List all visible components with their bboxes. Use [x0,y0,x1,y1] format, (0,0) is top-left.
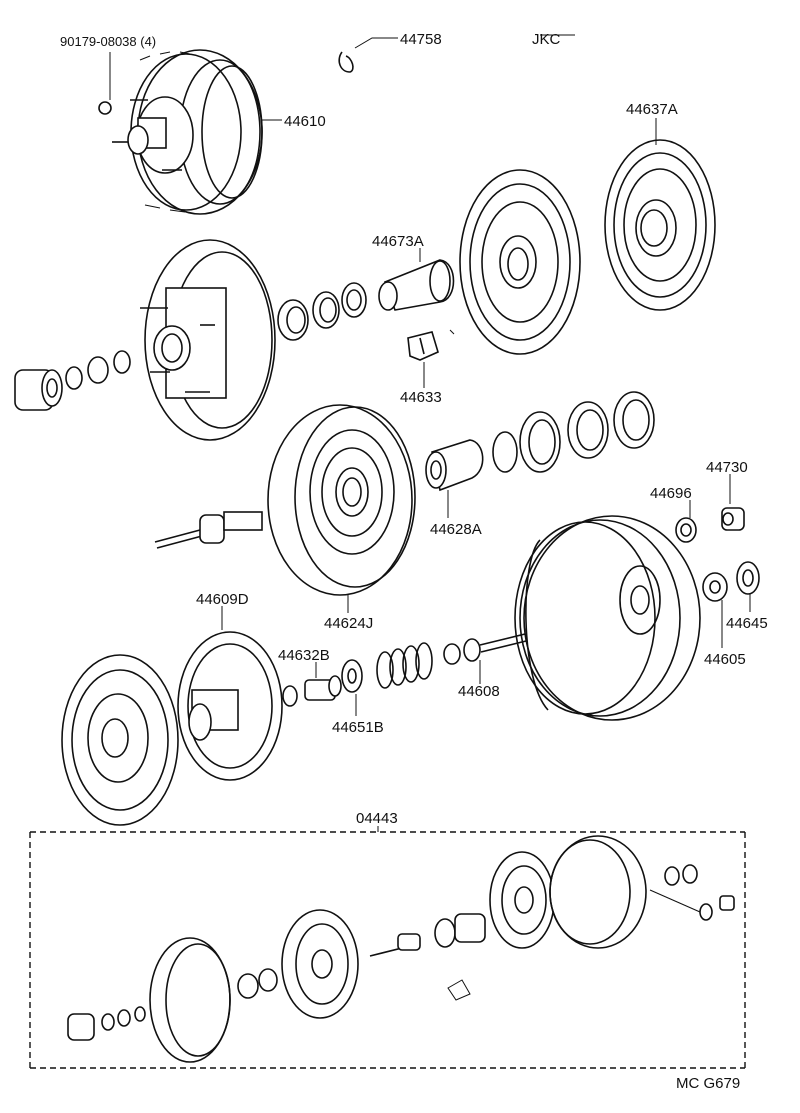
grommet-drawing [675,517,697,543]
clip-drawing [338,51,354,73]
part-label-clip: 44758 [400,31,442,48]
leader-lines [109,34,751,832]
part-label-key: 44633 [400,389,442,406]
part-label-rear-shell: 44605 [704,651,746,668]
assembly-drawing [67,835,735,1063]
part-label-plate-d: 44609D [196,591,249,608]
part-label-front-shell: 44610 [284,113,326,130]
part-label-valve-body-b: 44628A [430,521,482,538]
assembly-label: 04443 [356,810,398,827]
valve-body-a-drawing [378,259,455,311]
ring-set-drawing [277,282,367,341]
part-label-diaphragm-j: 44624J [324,615,373,632]
valve-body-b-drawing [425,439,484,492]
part-label-valve-body-a: 44673A [372,233,424,250]
part-label-grommet: 44696 [650,485,692,502]
ring-44605-drawing [702,572,728,602]
part-label-bolt: 90179-08038 (4) [60,34,156,49]
front-shell-drawing [98,49,263,215]
seal-stack-drawing [14,350,131,411]
footer-code: MC G679 [676,1075,740,1092]
part-label-retainer: 44651B [332,719,384,736]
seal-b-drawing [282,675,342,707]
retainer-drawing [341,659,363,693]
rear-shell-drawing [514,515,701,721]
assembly-box [29,831,746,1069]
input-rod-drawing [154,511,263,549]
part-label-check-valve: 44730 [706,459,748,476]
diaphragm-a-drawing [604,139,716,311]
push-rod-drawing [443,633,527,665]
diaphragm-j-drawing [267,404,416,596]
middle-shell-drawing [140,239,276,441]
o-ring-set-drawing [492,391,655,473]
key-drawing [407,329,455,361]
plate-drawing [459,169,581,355]
plate-d-drawing [61,631,283,826]
part-label-nut: 44645 [726,615,768,632]
spring-drawing [376,642,433,689]
part-label-diaphragm-a: 44637A [626,101,678,118]
check-valve-drawing [721,507,745,531]
nut-drawing [736,561,760,595]
part-label-seal-b: 44632B [278,647,330,664]
part-label-push-rod: 44608 [458,683,500,700]
labels: JKC MC G679 04443 90179-08038 (4) 44758 … [60,31,768,1092]
header-code: JKC [532,31,561,48]
